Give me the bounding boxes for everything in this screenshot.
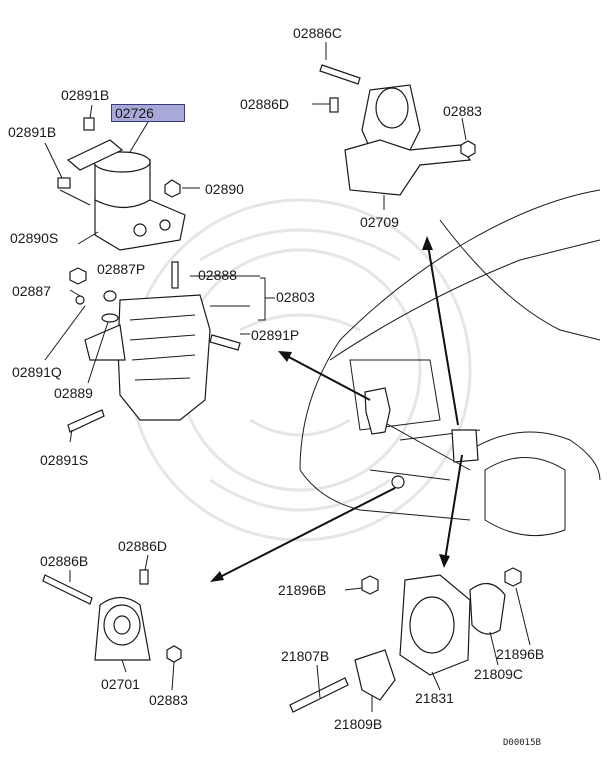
label-02891b-left: 02891B (8, 124, 57, 140)
label-02891q: 02891Q (12, 364, 62, 380)
figure-code: D00015B (503, 738, 541, 748)
label-21896b-left: 21896B (278, 582, 327, 598)
label-02886b: 02886B (40, 553, 89, 569)
label-02803: 02803 (276, 289, 315, 305)
label-02883-bottom: 02883 (149, 692, 188, 708)
label-02889: 02889 (54, 385, 93, 401)
label-02891p: 02891P (251, 327, 300, 343)
bracket-assembly (67, 261, 241, 433)
leader-lines (44, 42, 531, 712)
label-02886d-bottom: 02886D (118, 538, 168, 554)
pointer-arrows (210, 236, 463, 582)
label-02701: 02701 (101, 676, 140, 692)
label-21809b: 21809B (334, 716, 383, 732)
label-02890: 02890 (205, 181, 244, 197)
label-02709: 02709 (360, 214, 399, 230)
label-02891b-top: 02891B (61, 87, 110, 103)
vehicle-outline (299, 189, 601, 537)
label-21831: 21831 (415, 690, 454, 706)
label-21807b: 21807B (281, 648, 330, 664)
label-21809c: 21809C (474, 666, 524, 682)
label-02887p: 02887P (97, 261, 146, 277)
label-02883-top: 02883 (443, 103, 482, 119)
label-02887: 02887 (12, 283, 51, 299)
transmission-mount-assembly (289, 567, 522, 713)
label-21896b-right: 21896B (496, 646, 545, 662)
label-02886c: 02886C (293, 25, 343, 41)
label-02891s: 02891S (40, 452, 89, 468)
engine-bay-mounts (364, 387, 479, 489)
label-02888: 02888 (198, 267, 237, 283)
label-02726-highlighted[interactable]: 02726 (111, 104, 185, 122)
label-02886d-top: 02886D (240, 96, 290, 112)
label-02890s: 02890S (10, 230, 59, 246)
rear-mount-assembly (319, 64, 476, 196)
engine-mount-assembly (57, 117, 186, 251)
front-mount-assembly (42, 569, 182, 663)
